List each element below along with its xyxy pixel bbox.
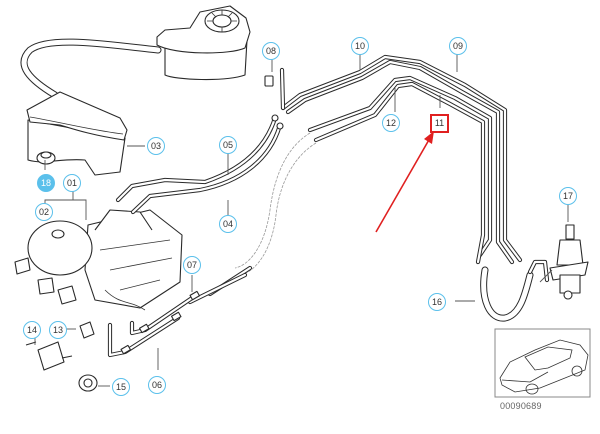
vehicle-inset-sketch	[494, 328, 591, 398]
brake-pipes-06-07	[107, 265, 253, 358]
ghost-pipe-route	[234, 132, 317, 276]
callout-16[interactable]: 16	[428, 293, 446, 311]
callout-05[interactable]: 05	[219, 136, 237, 154]
hardware-parts	[25, 321, 98, 392]
grommet	[36, 151, 56, 165]
brake-pipes-09-12	[280, 54, 523, 265]
callout-10[interactable]: 10	[351, 37, 369, 55]
highlight-arrow	[375, 131, 434, 233]
callout-07[interactable]: 07	[183, 256, 201, 274]
callout-03[interactable]: 03	[147, 137, 165, 155]
fluid-reservoir	[26, 91, 128, 176]
reservoir-hose	[20, 38, 162, 99]
flex-hose-16	[480, 259, 550, 322]
clutch-master-cylinder	[549, 224, 589, 300]
callout-17[interactable]: 17	[559, 187, 577, 205]
leader-lines	[34, 52, 569, 387]
callout-12[interactable]: 12	[382, 114, 400, 132]
callout-18[interactable]: 18	[37, 174, 55, 192]
callout-06[interactable]: 06	[148, 376, 166, 394]
pipe-08-fitting	[264, 67, 286, 130]
callout-01[interactable]: 01	[63, 174, 81, 192]
callout-04[interactable]: 04	[219, 215, 237, 233]
callout-11-highlighted[interactable]: 11	[430, 114, 449, 133]
callout-14[interactable]: 14	[23, 321, 41, 339]
callout-13[interactable]: 13	[49, 321, 67, 339]
expansion-tank	[156, 5, 251, 81]
callout-09[interactable]: 09	[449, 37, 467, 55]
callout-15[interactable]: 15	[112, 378, 130, 396]
brake-pipes-04-05	[115, 115, 283, 215]
callout-02[interactable]: 02	[35, 203, 53, 221]
diagram-reference-number: 00090689	[500, 401, 542, 411]
hydraulic-unit	[14, 209, 183, 311]
callout-08[interactable]: 08	[262, 42, 280, 60]
